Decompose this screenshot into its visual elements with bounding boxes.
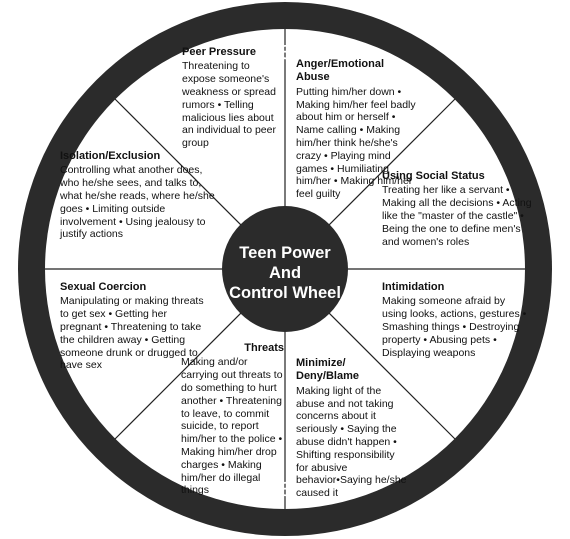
section-body: Threatening to expose someone's weakness… <box>182 60 276 150</box>
section-body: Making light of the abuse and not taking… <box>296 384 407 500</box>
center-title-line-1: Teen Power <box>239 244 331 262</box>
section-body: Manipulating or making threats to get se… <box>60 295 204 372</box>
center-title-line-2: And <box>268 263 302 282</box>
section-body: Making and/or carrying out threats to do… <box>181 356 283 497</box>
center-hub <box>222 206 348 332</box>
center-title: Teen Power And Control Wheel <box>225 244 345 303</box>
section-isolation-exclusion: Isolation/Exclusion Controlling what ano… <box>60 150 218 241</box>
section-title: Minimize/ Deny/Blame <box>296 357 359 383</box>
section-body: Putting him/her down • Making him/her fe… <box>296 85 416 201</box>
section-peer-pressure: Peer Pressure Threatening to expose some… <box>182 46 282 150</box>
section-body: Controlling what another does, who he/sh… <box>60 164 215 241</box>
section-title: Sexual Coercion <box>60 281 147 293</box>
center-title-line-3: Control Wheel <box>229 283 341 302</box>
section-title: Intimidation <box>382 281 445 293</box>
section-body: Treating her like a servant • Making all… <box>382 184 532 248</box>
section-title: Using Social Status <box>382 170 485 182</box>
section-using-social-status: Using Social Status Treating her like a … <box>382 170 532 248</box>
section-title: Peer Pressure <box>182 46 256 58</box>
section-intimidation: Intimidation Making someone afraid by us… <box>382 281 530 359</box>
section-sexual-coercion: Sexual Coercion Manipulating or making t… <box>60 281 210 372</box>
section-threats: Threats Making and/or carrying out threa… <box>181 342 284 497</box>
section-title: Isolation/Exclusion <box>60 150 161 162</box>
section-title: Threats <box>244 342 284 354</box>
section-minimize-deny-blame: Minimize/ Deny/Blame Making light of the… <box>296 357 408 500</box>
section-body: Making someone afraid by using looks, ac… <box>382 295 527 359</box>
section-title: Anger/Emotional Abuse <box>296 58 385 84</box>
section-anger-emotional-abuse: Anger/Emotional Abuse Putting him/her do… <box>296 58 416 201</box>
